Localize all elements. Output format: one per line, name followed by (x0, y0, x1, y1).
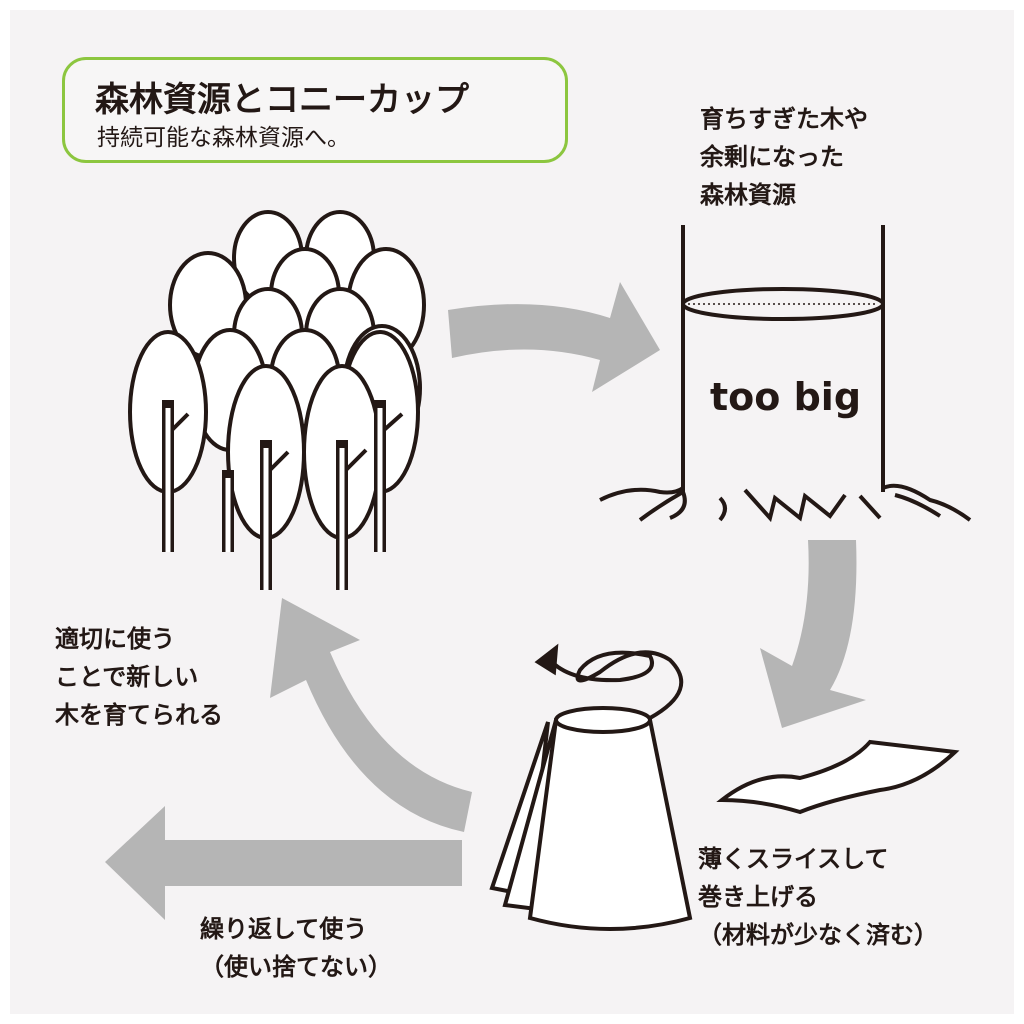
caption-line: （使い捨てない） (200, 953, 392, 981)
arrow-reuse-left (105, 806, 462, 920)
tree-trunks (162, 400, 386, 590)
caption-line: 巻き上げる (698, 883, 818, 911)
stump-label: too big (710, 375, 862, 419)
caption-line: ことで新しい (55, 663, 199, 691)
caption-line: 適切に使う (55, 625, 175, 653)
caption-line: 余剰になった (700, 143, 844, 171)
cup-illustration (489, 643, 693, 931)
caption-line: （材料が少なく済む） (698, 921, 938, 949)
caption-line: 育ちすぎた木や (700, 105, 868, 133)
caption-line: 薄くスライスして (698, 845, 889, 873)
arrow-forest-to-stump (448, 282, 660, 392)
caption-line: 繰り返して使う (200, 915, 368, 943)
reuse-caption: 繰り返して使う （使い捨てない） (200, 910, 392, 986)
arrow-cup-to-forest (270, 598, 472, 832)
stump-illustration (599, 225, 972, 523)
arrow-stump-to-slice (760, 540, 866, 728)
slice-caption: 薄くスライスして 巻き上げる （材料が少なく済む） (698, 840, 938, 954)
title-box: 森林資源とコニーカップ 持続可能な森林資源へ。 (62, 57, 568, 163)
regrow-caption: 適切に使う ことで新しい 木を育てられる (55, 620, 223, 734)
page-title: 森林資源とコニーカップ (95, 80, 469, 120)
slice-illustration (716, 739, 960, 815)
stump-caption: 育ちすぎた木や 余剰になった 森林資源 (700, 100, 868, 214)
page-subtitle: 持続可能な森林資源へ。 (97, 125, 350, 151)
caption-line: 森林資源 (700, 181, 796, 209)
tree-branches (170, 412, 404, 472)
caption-line: 木を育てられる (55, 701, 223, 729)
